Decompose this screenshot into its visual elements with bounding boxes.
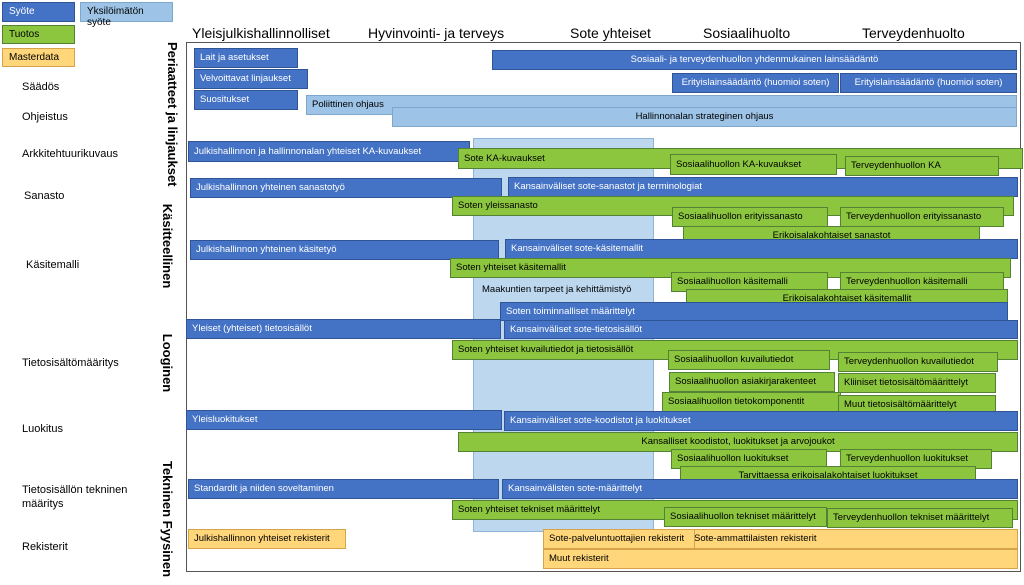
- box-erityislainsaadanto-terveydenhuolto: Erityislainsäädäntö (huomioi soten): [840, 73, 1017, 93]
- row-label-sanasto: Sanasto: [24, 190, 65, 202]
- legend-tuotos: Tuotos: [2, 25, 75, 44]
- level-periaatteet-ja-linjaukset: Periaatteet ja linjaukset: [165, 42, 180, 187]
- column-yleisjulkishallinnolliset: Yleisjulkishallinnolliset: [192, 25, 330, 41]
- level-tekninen-fyysinen: Tekninen Fyysinen: [160, 460, 175, 578]
- box-yhteinen-sanastotyo: Julkishallinnon yhteinen sanastotyö: [190, 178, 502, 198]
- box-strateginen-ohjaus: Hallinnonalan strateginen ohjaus: [392, 107, 1017, 127]
- box-kansainvaliset-tietosisallot: Kansainväliset sote-tietosisällöt: [504, 320, 1018, 339]
- box-yleiset-tietosisallot: Yleiset (yhteiset) tietosisällöt: [186, 319, 501, 339]
- level-kasitteellinen: Käsitteellinen: [160, 203, 175, 289]
- box-sosiaalihuollon-erityissanasto: Sosiaalihuollon erityissanasto: [672, 207, 828, 227]
- row-label-kasitemalli: Käsitemalli: [26, 259, 80, 271]
- box-velvoittavat-linjaukset: Velvoittavat linjaukset: [194, 69, 308, 89]
- box-sosiaalihuollon-ka-kuvaukset: Sosiaalihuollon KA-kuvaukset: [670, 154, 837, 175]
- box-kansainvalisten-maarittelyt: Kansainvälisten sote-määrittelyt: [502, 479, 1018, 499]
- box-julkishallinnon-rekisterit: Julkishallinnon yhteiset rekisterit: [188, 529, 346, 549]
- row-label-rekisterit: Rekisterit: [22, 541, 68, 553]
- column-hyvinvointi-ja-terveys: Hyvinvointi- ja terveys: [368, 25, 505, 41]
- diagram-frame: [186, 42, 1021, 572]
- box-terveydenhuollon-erityissanasto: Terveydenhuollon erityissanasto: [840, 207, 1004, 227]
- column-terveydenhuolto: Terveydenhuolto: [862, 25, 965, 41]
- box-kansainvaliset-kasitemallit: Kansainväliset sote-käsitemallit: [505, 239, 1018, 259]
- box-sosiaalihuollon-tekniset-maarittelyt: Sosiaalihuollon tekniset määrittelyt: [664, 507, 827, 527]
- row-label-ohjeistus: Ohjeistus: [22, 111, 68, 123]
- box-sosiaalihuollon-asiakirjarakenteet: Sosiaalihuollon asiakirjarakenteet: [669, 372, 835, 392]
- row-label-saados: Säädös: [22, 81, 60, 93]
- box-suositukset: Suositukset: [194, 90, 298, 110]
- row-label-luokitus: Luokitus: [22, 423, 63, 435]
- box-terveydenhuollon-tekniset-maarittelyt: Terveydenhuollon tekniset määrittelyt: [827, 508, 1013, 528]
- box-sosiaalihuollon-tietokomponentit: Sosiaalihuollon tietokomponentit: [662, 392, 841, 412]
- legend-yksiloimaton-syote: Yksilöimätön syöte: [80, 2, 173, 28]
- box-erityislainsaadanto-sosiaalihuolto: Erityislainsäädäntö (huomioi soten): [672, 73, 839, 93]
- row-label-arkkitehtuurikuvaus: Arkkitehtuurikuvaus: [22, 148, 118, 160]
- column-sote-yhteiset: Sote yhteiset: [570, 25, 651, 41]
- column-sosiaalihuolto: Sosiaalihuolto: [703, 25, 791, 41]
- box-muut-rekisterit: Muut rekisterit: [543, 549, 1018, 569]
- box-lait-ja-asetukset: Lait ja asetukset: [194, 48, 298, 68]
- box-terveydenhuollon-ka: Terveydenhuollon KA: [845, 156, 999, 176]
- row-label-tietosisaltomaaritys: Tietosisältömääritys: [22, 357, 119, 369]
- legend-masterdata: Masterdata: [2, 48, 75, 67]
- box-soten-toiminnalliset-maarittelyt: Soten toiminnalliset määrittelyt: [500, 302, 1008, 321]
- label-maakuntien-tarpeet: Maakuntien tarpeet ja kehittämistyö: [482, 284, 632, 295]
- box-terveydenhuollon-kuvailutiedot: Terveydenhuollon kuvailutiedot: [838, 352, 998, 372]
- box-sote-palveluntuottajien-rekisterit: Sote-palveluntuottajien rekisterit: [543, 529, 1018, 549]
- rekisterit-divider: [694, 529, 695, 549]
- row-label-tietosisallon-tekninen-maaritys: Tietosisällön tekninen määritys: [22, 484, 128, 511]
- box-kansainvaliset-sanastot: Kansainväliset sote-sanastot ja terminol…: [508, 177, 1018, 197]
- box-kliiniset-tietosisaltomaarittelyt: Kliiniset tietosisältömäärittelyt: [838, 373, 996, 393]
- box-yleisluokitukset: Yleisluokitukset: [186, 410, 502, 430]
- box-sosiaalihuollon-kuvailutiedot: Sosiaalihuollon kuvailutiedot: [668, 350, 830, 370]
- box-standardit: Standardit ja niiden soveltaminen: [188, 479, 499, 499]
- label-sote-ammattilaisten-rekisterit: Sote-ammattilaisten rekisterit: [694, 533, 817, 544]
- box-yhdenmukainen-lainsaadanto: Sosiaali- ja terveydenhuollon yhdenmukai…: [492, 50, 1017, 70]
- legend-syote: Syöte: [2, 2, 75, 22]
- box-ka-kuvaukset-yhteiset: Julkishallinnon ja hallinnonalan yhteise…: [188, 141, 470, 162]
- box-yhteinen-kasitetyo: Julkishallinnon yhteinen käsitetyö: [190, 240, 499, 260]
- level-looginen: Looginen: [160, 333, 175, 393]
- box-kansainvaliset-koodistot: Kansainväliset sote-koodistot ja luokitu…: [504, 411, 1018, 431]
